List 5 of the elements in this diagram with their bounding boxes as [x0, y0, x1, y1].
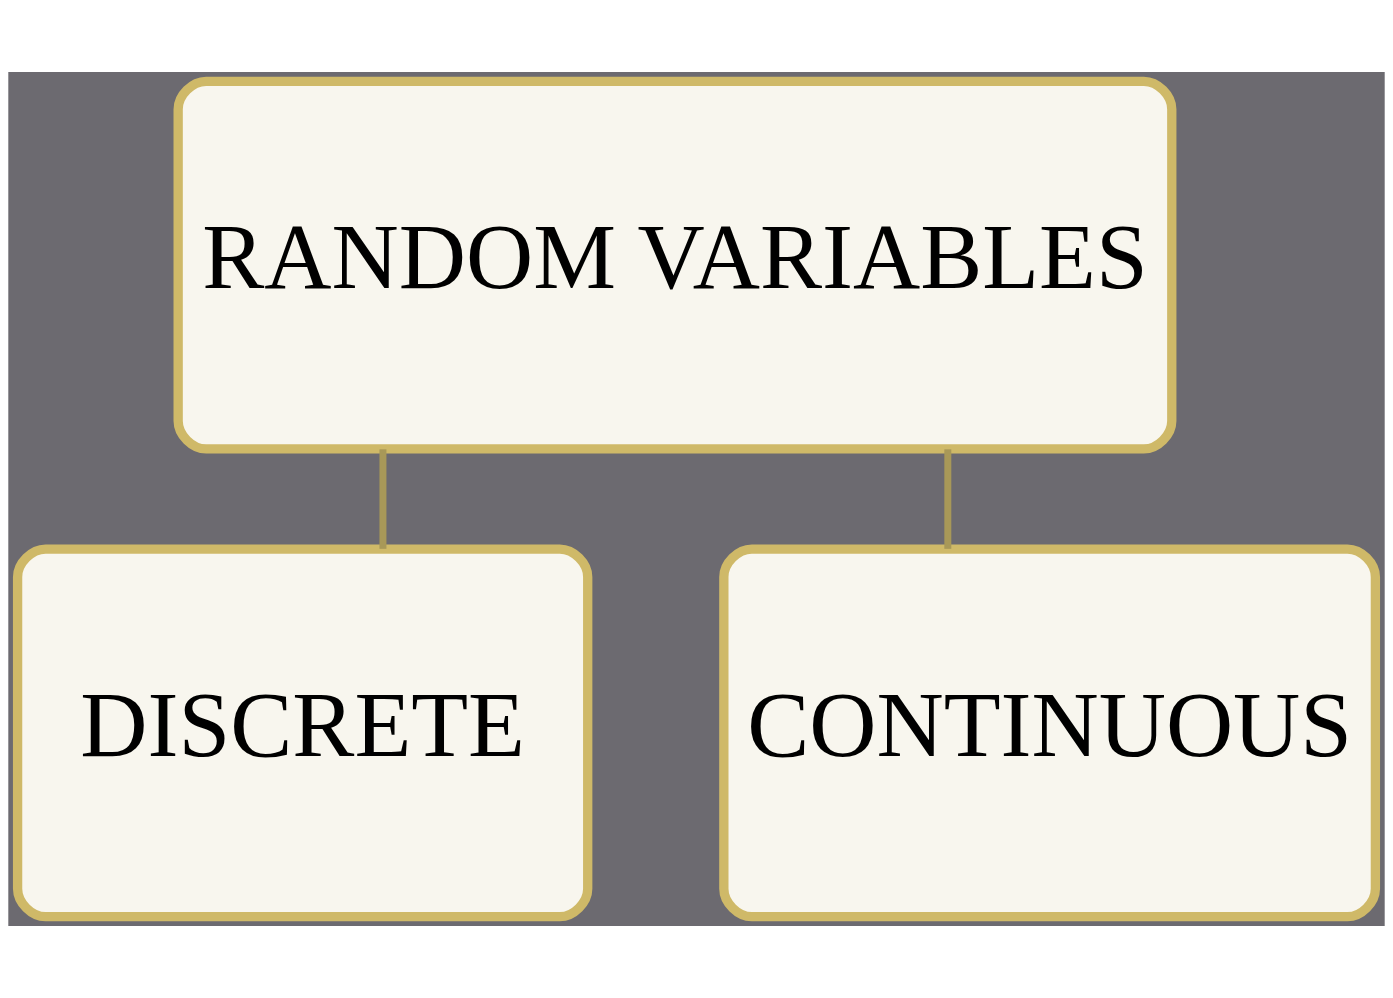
- connector: [379, 449, 387, 549]
- connector: [944, 449, 952, 549]
- node-box: CONTINUOUS: [719, 544, 1381, 922]
- node-box: DISCRETE: [12, 544, 593, 922]
- node-box: RANDOM VARIABLES: [173, 76, 1177, 454]
